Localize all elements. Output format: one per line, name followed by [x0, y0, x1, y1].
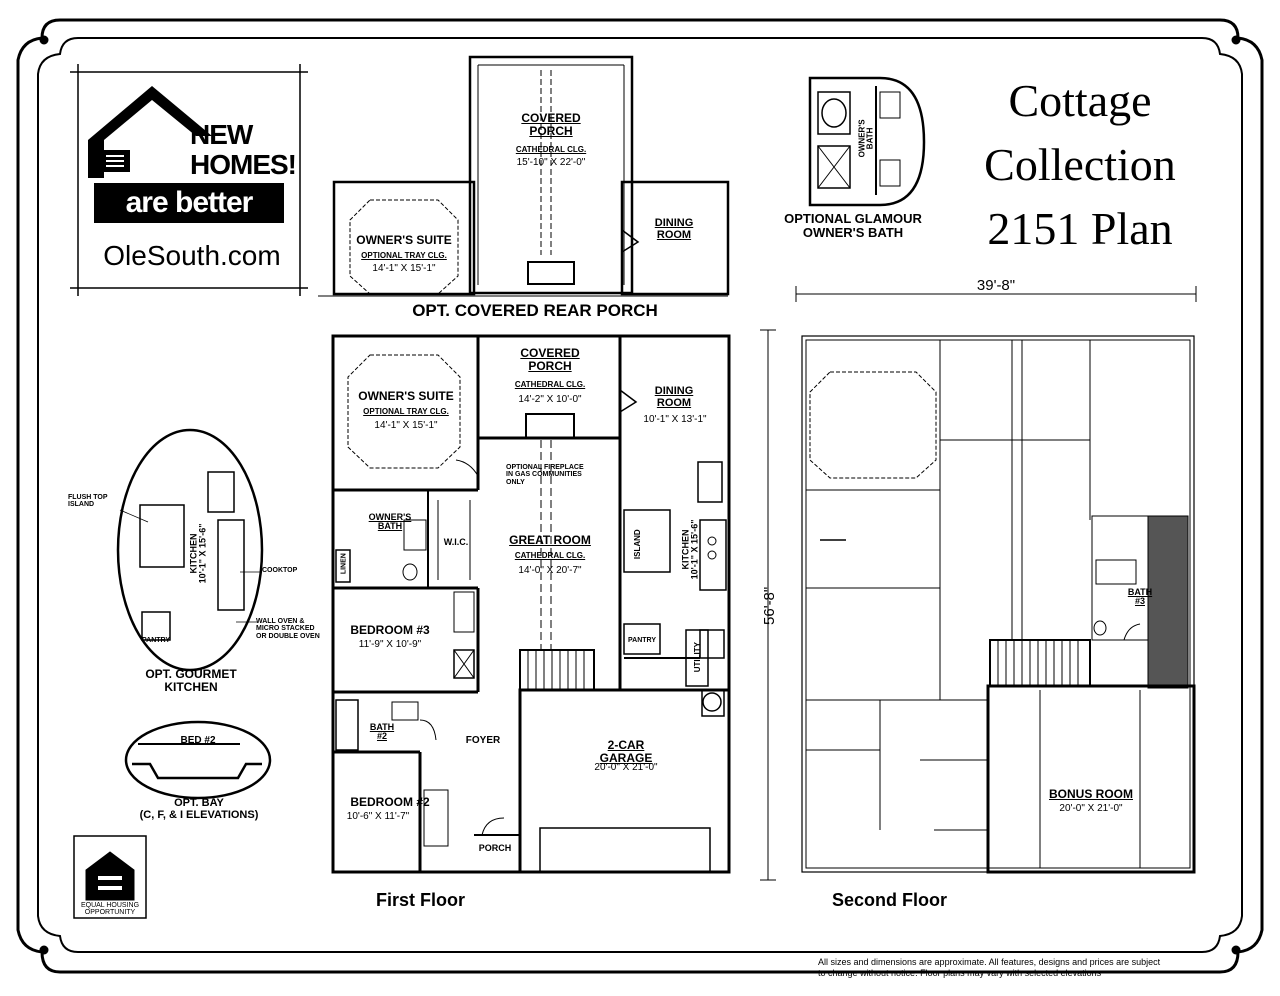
- kitchen-label: KITCHEN 10'-1" X 15'-6": [680, 519, 700, 580]
- rear-owners-suite-label: OWNER'S SUITE: [356, 233, 452, 247]
- great-room-dim: 14'-0" X 20'-7": [518, 565, 582, 576]
- pantry-label: PANTRY: [628, 637, 656, 644]
- gourmet-kitchen-bubble: [116, 428, 264, 672]
- inner-frame: [37, 37, 1243, 953]
- rear-covered-porch-label: COVERED PORCH: [521, 111, 581, 138]
- owners-suite-dim: 14'-1" X 15'-1": [374, 420, 438, 431]
- outer-frame: [16, 18, 1264, 974]
- bath3-label: BATH #3: [1127, 587, 1153, 607]
- disclaimer-text: All sizes and dimensions are approximate…: [818, 957, 1161, 978]
- bedroom2-label: BEDROOM #2: [350, 795, 430, 809]
- gourmet-cooktop-label: COOKTOP: [262, 567, 298, 574]
- rear-porch-caption: OPT. COVERED REAR PORCH: [412, 301, 658, 320]
- bedroom2-dim: 10'-6" X 11'-7": [346, 811, 410, 822]
- glamour-bath-bubble: [808, 76, 926, 207]
- fireplace-note: OPTIONAL FIREPLACE IN GAS COMMUNITIES ON…: [506, 464, 584, 486]
- bonus-room-label: BONUS ROOM: [1049, 787, 1133, 801]
- first-floor-depth-dim: 56'-8": [761, 586, 779, 625]
- second-floor-caption: Second Floor: [832, 890, 948, 910]
- plan-title-line-1: Cottage: [1008, 75, 1152, 126]
- plan-title-line-2: Collection: [984, 139, 1176, 190]
- garage-label: 2-CAR GARAGE: [599, 738, 653, 765]
- rear-covered-porch-clg: CATHEDRAL CLG.: [515, 145, 587, 154]
- gourmet-wall-oven-label: WALL OVEN & MICRO STACKED OR DOUBLE OVEN: [256, 618, 320, 640]
- second-floor-width-dim: 39'-8": [976, 277, 1016, 294]
- rear-dining-label: DINING ROOM: [654, 217, 694, 241]
- bay-bubble: [124, 720, 272, 800]
- rear-owners-suite-dim: 14'-1" X 15'-1": [372, 263, 436, 274]
- rear-porch-outline: [468, 55, 634, 295]
- logo-new: NEW: [190, 119, 253, 150]
- covered-porch-dim: 14'-2" X 10'-0": [518, 394, 582, 405]
- logo-website: OleSouth.com: [103, 240, 281, 271]
- great-room-label: GREAT ROOM: [509, 533, 591, 547]
- plan-title-line-3: 2151 Plan: [987, 203, 1173, 254]
- bath2-label: BATH #2: [369, 722, 395, 742]
- logo-homes: HOMES!: [190, 149, 297, 180]
- utility-label: UTILITY: [692, 642, 702, 673]
- first-floor-caption: First Floor: [376, 890, 465, 910]
- gourmet-flush-top-label: FLUSH TOP ISLAND: [68, 494, 108, 509]
- wic-label: W.I.C.: [443, 537, 469, 547]
- porch-label: PORCH: [478, 843, 512, 853]
- bedroom3-dim: 11'-9" X 10'-9": [358, 639, 422, 650]
- foyer-label: FOYER: [465, 735, 501, 746]
- bay-caption: OPT. BAY (C, F, & I ELEVATIONS): [139, 797, 259, 821]
- great-room-clg: CATHEDRAL CLG.: [514, 551, 586, 560]
- glamour-bath-caption: OPTIONAL GLAMOUR OWNER'S BATH: [784, 211, 922, 240]
- owners-suite-label: OWNER'S SUITE: [358, 389, 454, 403]
- logo-are-better: are better: [94, 183, 284, 223]
- dining-room-dim: 10'-1" X 13'-1": [643, 414, 707, 425]
- bay-bed-label: BED #2: [180, 735, 216, 746]
- bonus-room-dim: 20'-0" X 21'-0": [1059, 803, 1123, 814]
- owners-suite-clg: OPTIONAL TRAY CLG.: [363, 407, 449, 416]
- glamour-bath-label: OWNER'S BATH: [857, 119, 875, 158]
- owners-bath-label: OWNER'S BATH: [368, 512, 412, 532]
- rear-covered-porch-dim: 15'-10" X 22'-0": [516, 157, 586, 168]
- covered-porch-label: COVERED PORCH: [520, 346, 580, 373]
- gourmet-kitchen-caption: OPT. GOURMET KITCHEN: [145, 667, 237, 694]
- island-label: ISLAND: [632, 529, 642, 560]
- gourmet-kitchen-label: KITCHEN 10'-1" X 15'-6": [188, 523, 208, 584]
- equal-housing-logo: [73, 835, 147, 919]
- covered-porch-clg: CATHEDRAL CLG.: [514, 380, 586, 389]
- dining-room-label: DINING ROOM: [654, 385, 694, 409]
- equal-housing-text: EQUAL HOUSING OPPORTUNITY: [80, 902, 140, 917]
- gourmet-pantry-label: PANTRY: [142, 637, 170, 644]
- bedroom3-label: BEDROOM #3: [350, 623, 430, 637]
- linen-label: LINEN: [340, 553, 348, 575]
- rear-owners-suite-clg: OPTIONAL TRAY CLG.: [361, 251, 447, 260]
- garage-dim: 20'-0" X 21'-0": [594, 762, 658, 773]
